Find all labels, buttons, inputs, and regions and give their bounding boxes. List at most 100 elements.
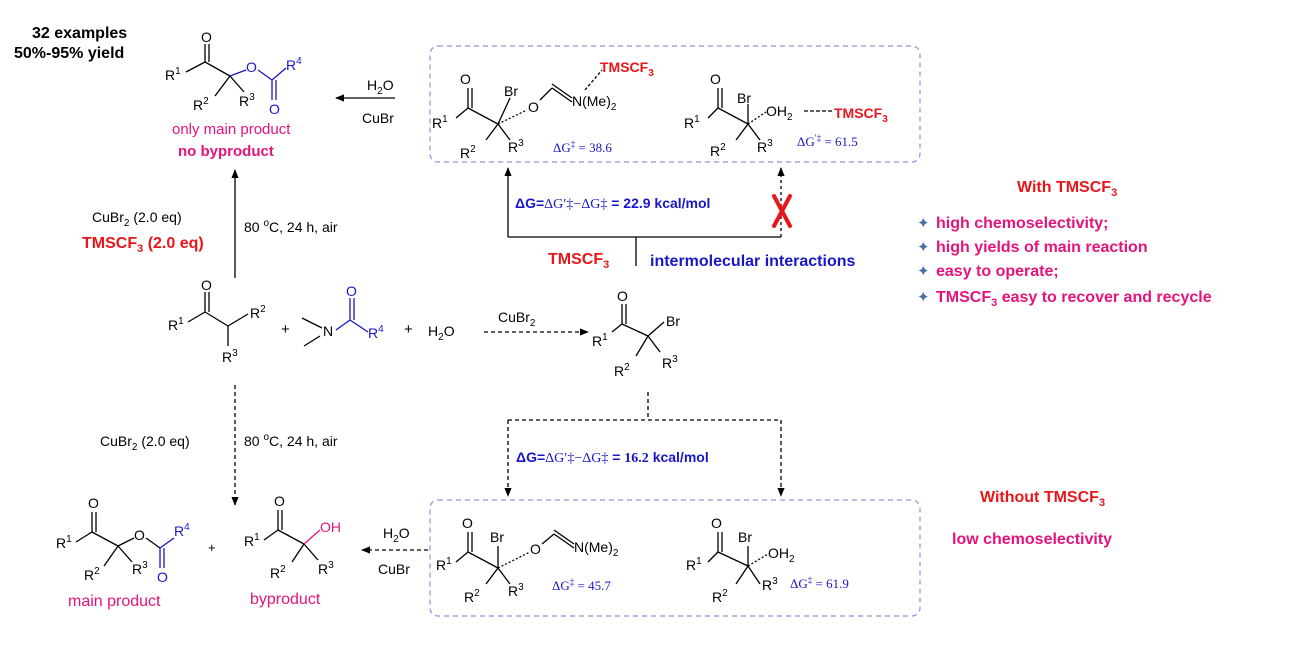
- atom-o-ester: O: [246, 59, 257, 75]
- ts-box-bottom: [429, 499, 921, 617]
- ketone-sm: [187, 292, 249, 346]
- main-product-label: main product: [68, 593, 161, 610]
- star-icon: ✦: [917, 215, 930, 232]
- ts4-o: O: [711, 515, 722, 531]
- atom-o-carbonyl: O: [269, 101, 280, 117]
- ts1-nme2: N(Me)2: [572, 93, 617, 113]
- plus-3: +: [208, 540, 216, 555]
- bromo-ketone: [611, 304, 665, 357]
- water-sm: H2O: [428, 323, 455, 343]
- yield-range: 50%-95% yield: [14, 45, 124, 62]
- bk-r1: R1: [592, 332, 608, 349]
- ts2-energy: ΔG′‡ = 61.5: [797, 133, 858, 149]
- ts1-energy: ΔG‡ = 38.6: [553, 139, 612, 155]
- bullet-1: high chemoselectivity;: [936, 215, 1109, 232]
- atom-r2: R2: [193, 96, 209, 113]
- ts3-r2: R2: [464, 588, 480, 605]
- ts-bottom-right: [707, 532, 769, 585]
- bk-o: O: [617, 288, 628, 304]
- intermolecular-interactions: intermolecular interactions: [650, 253, 855, 270]
- atom-r4: R4: [286, 56, 302, 73]
- center-tmscf3: TMSCF3: [548, 251, 609, 271]
- star-icon: ✦: [917, 239, 930, 256]
- by-r1: R1: [244, 532, 260, 549]
- ts1-br: Br: [504, 83, 518, 99]
- reagent-cubr-bottom: CuBr: [378, 561, 410, 577]
- amide-r4: R4: [368, 324, 384, 341]
- without-tmscf3-title: Without TMSCF3: [980, 489, 1105, 509]
- by-oh: OH: [320, 519, 341, 535]
- ts2-r1: R1: [684, 114, 700, 131]
- cond-middle-cubr: CuBr2: [498, 309, 536, 329]
- bk-br: Br: [666, 313, 680, 329]
- ts3-o: O: [462, 515, 473, 531]
- ts2-oh2: OH2: [766, 103, 793, 123]
- hydroxy-byproduct: [263, 510, 321, 563]
- atom-r3: R3: [239, 92, 255, 109]
- cond-upper-tmscf3: TMSCF3 (2.0 eq): [82, 235, 204, 255]
- by-r2: R2: [270, 564, 286, 581]
- no-byproduct: no byproduct: [178, 143, 274, 160]
- amide-o: O: [346, 283, 357, 299]
- cond-upper-temp: 80 oC, 24 h, air: [244, 218, 338, 235]
- ts-top-left: [455, 69, 603, 141]
- ts4-r1: R1: [686, 556, 702, 573]
- ts4-oh2: OH2: [768, 545, 795, 565]
- bp-o-carbonyl: O: [157, 569, 168, 585]
- amide-n: N: [323, 323, 333, 339]
- low-chemoselectivity: low chemoselectivity: [952, 531, 1112, 548]
- ts4-energy: ΔG‡ = 61.9: [790, 575, 849, 591]
- ts-bottom-left: [455, 529, 575, 585]
- byproduct-label: byproduct: [250, 591, 321, 608]
- ts2-br: Br: [737, 90, 751, 106]
- bp-o: O: [88, 495, 99, 511]
- bk-r2: R2: [614, 362, 630, 379]
- ester-product-top: [185, 44, 287, 100]
- star-icon: ✦: [917, 263, 930, 280]
- ts-top-right: [707, 88, 832, 141]
- dg-bottom: ΔG=ΔG′‡−ΔG‡ = 16.2 kcal/mol: [516, 449, 709, 466]
- ts3-nme2: N(Me)2: [574, 539, 619, 559]
- bp-r3: R3: [132, 560, 148, 577]
- bullet-list: ✦ high chemoselectivity; ✦ high yields o…: [917, 215, 1212, 309]
- bp-r1: R1: [56, 534, 72, 551]
- by-o: O: [274, 493, 285, 509]
- ts2-r3: R3: [757, 138, 773, 155]
- ts2-o: O: [710, 71, 721, 87]
- ts4-r3: R3: [762, 576, 778, 593]
- with-tmscf3-title: With TMSCF3: [1017, 179, 1117, 199]
- bp-r4: R4: [174, 522, 190, 539]
- dg-top: ΔG=ΔG′‡−ΔG‡ = 22.9 kcal/mol: [515, 195, 710, 212]
- reagent-h2o-top: H2O: [367, 77, 394, 97]
- fork-lower: [504, 392, 785, 497]
- sm-r1: R1: [168, 316, 184, 333]
- ts3-o2: O: [530, 541, 541, 557]
- ts3-br: Br: [490, 529, 504, 545]
- ts-box-top: [429, 45, 921, 163]
- bullet-4: TMSCF3 easy to recover and recycle: [936, 289, 1212, 309]
- reagent-h2o-bottom: H2O: [383, 525, 410, 545]
- ts1-r2: R2: [460, 144, 476, 161]
- ts4-br: Br: [738, 529, 752, 545]
- sm-o: O: [201, 277, 212, 293]
- ts2-r2: R2: [710, 142, 726, 159]
- atom-o: O: [201, 29, 212, 45]
- plus-1: +: [281, 321, 290, 338]
- cond-upper-cubr: CuBr2 (2.0 eq): [92, 209, 182, 229]
- reagent-cubr-top: CuBr: [362, 110, 394, 126]
- ts2-tmscf3: TMSCF3: [834, 105, 888, 125]
- bullet-3: easy to operate;: [936, 263, 1059, 280]
- ester-product-bottom: [75, 512, 175, 568]
- sm-r2: R2: [250, 304, 266, 321]
- star-icon: ✦: [917, 289, 930, 306]
- by-r3: R3: [318, 560, 334, 577]
- bp-o-ester: O: [134, 527, 145, 543]
- fork-tmscf3: [504, 167, 785, 266]
- bp-r2: R2: [84, 566, 100, 583]
- ts1-o2: O: [528, 99, 539, 115]
- ts1-o: O: [460, 71, 471, 87]
- amide-sm: [301, 298, 369, 347]
- cond-lower-cubr: CuBr2 (2.0 eq): [100, 433, 190, 453]
- ts1-r3: R3: [508, 138, 524, 155]
